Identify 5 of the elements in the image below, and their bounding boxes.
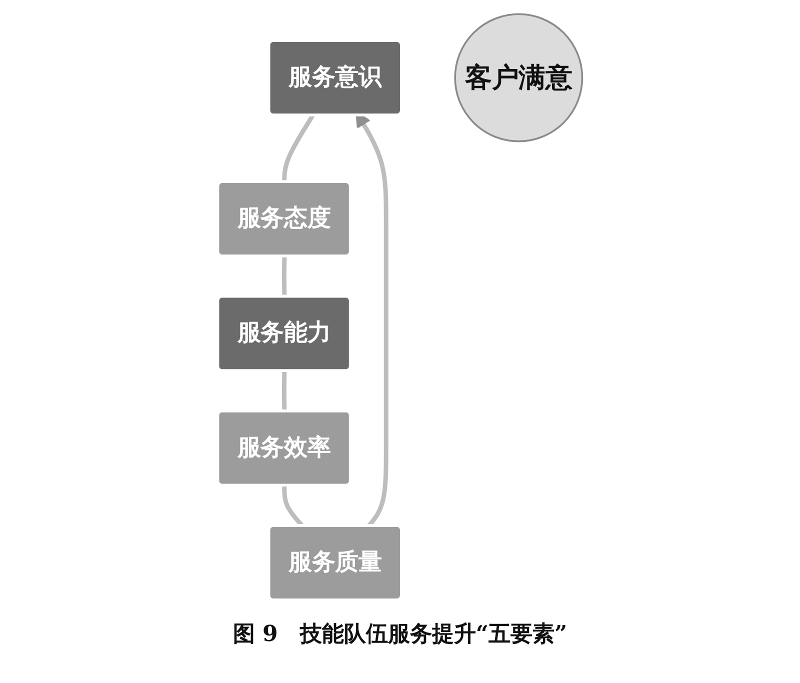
node-circle: 客户满意 [454,12,584,142]
caption: 图 9 技能队伍服务提升“五要素” [232,620,568,649]
connector [282,114,315,182]
connector [282,256,287,296]
connector [282,370,287,411]
